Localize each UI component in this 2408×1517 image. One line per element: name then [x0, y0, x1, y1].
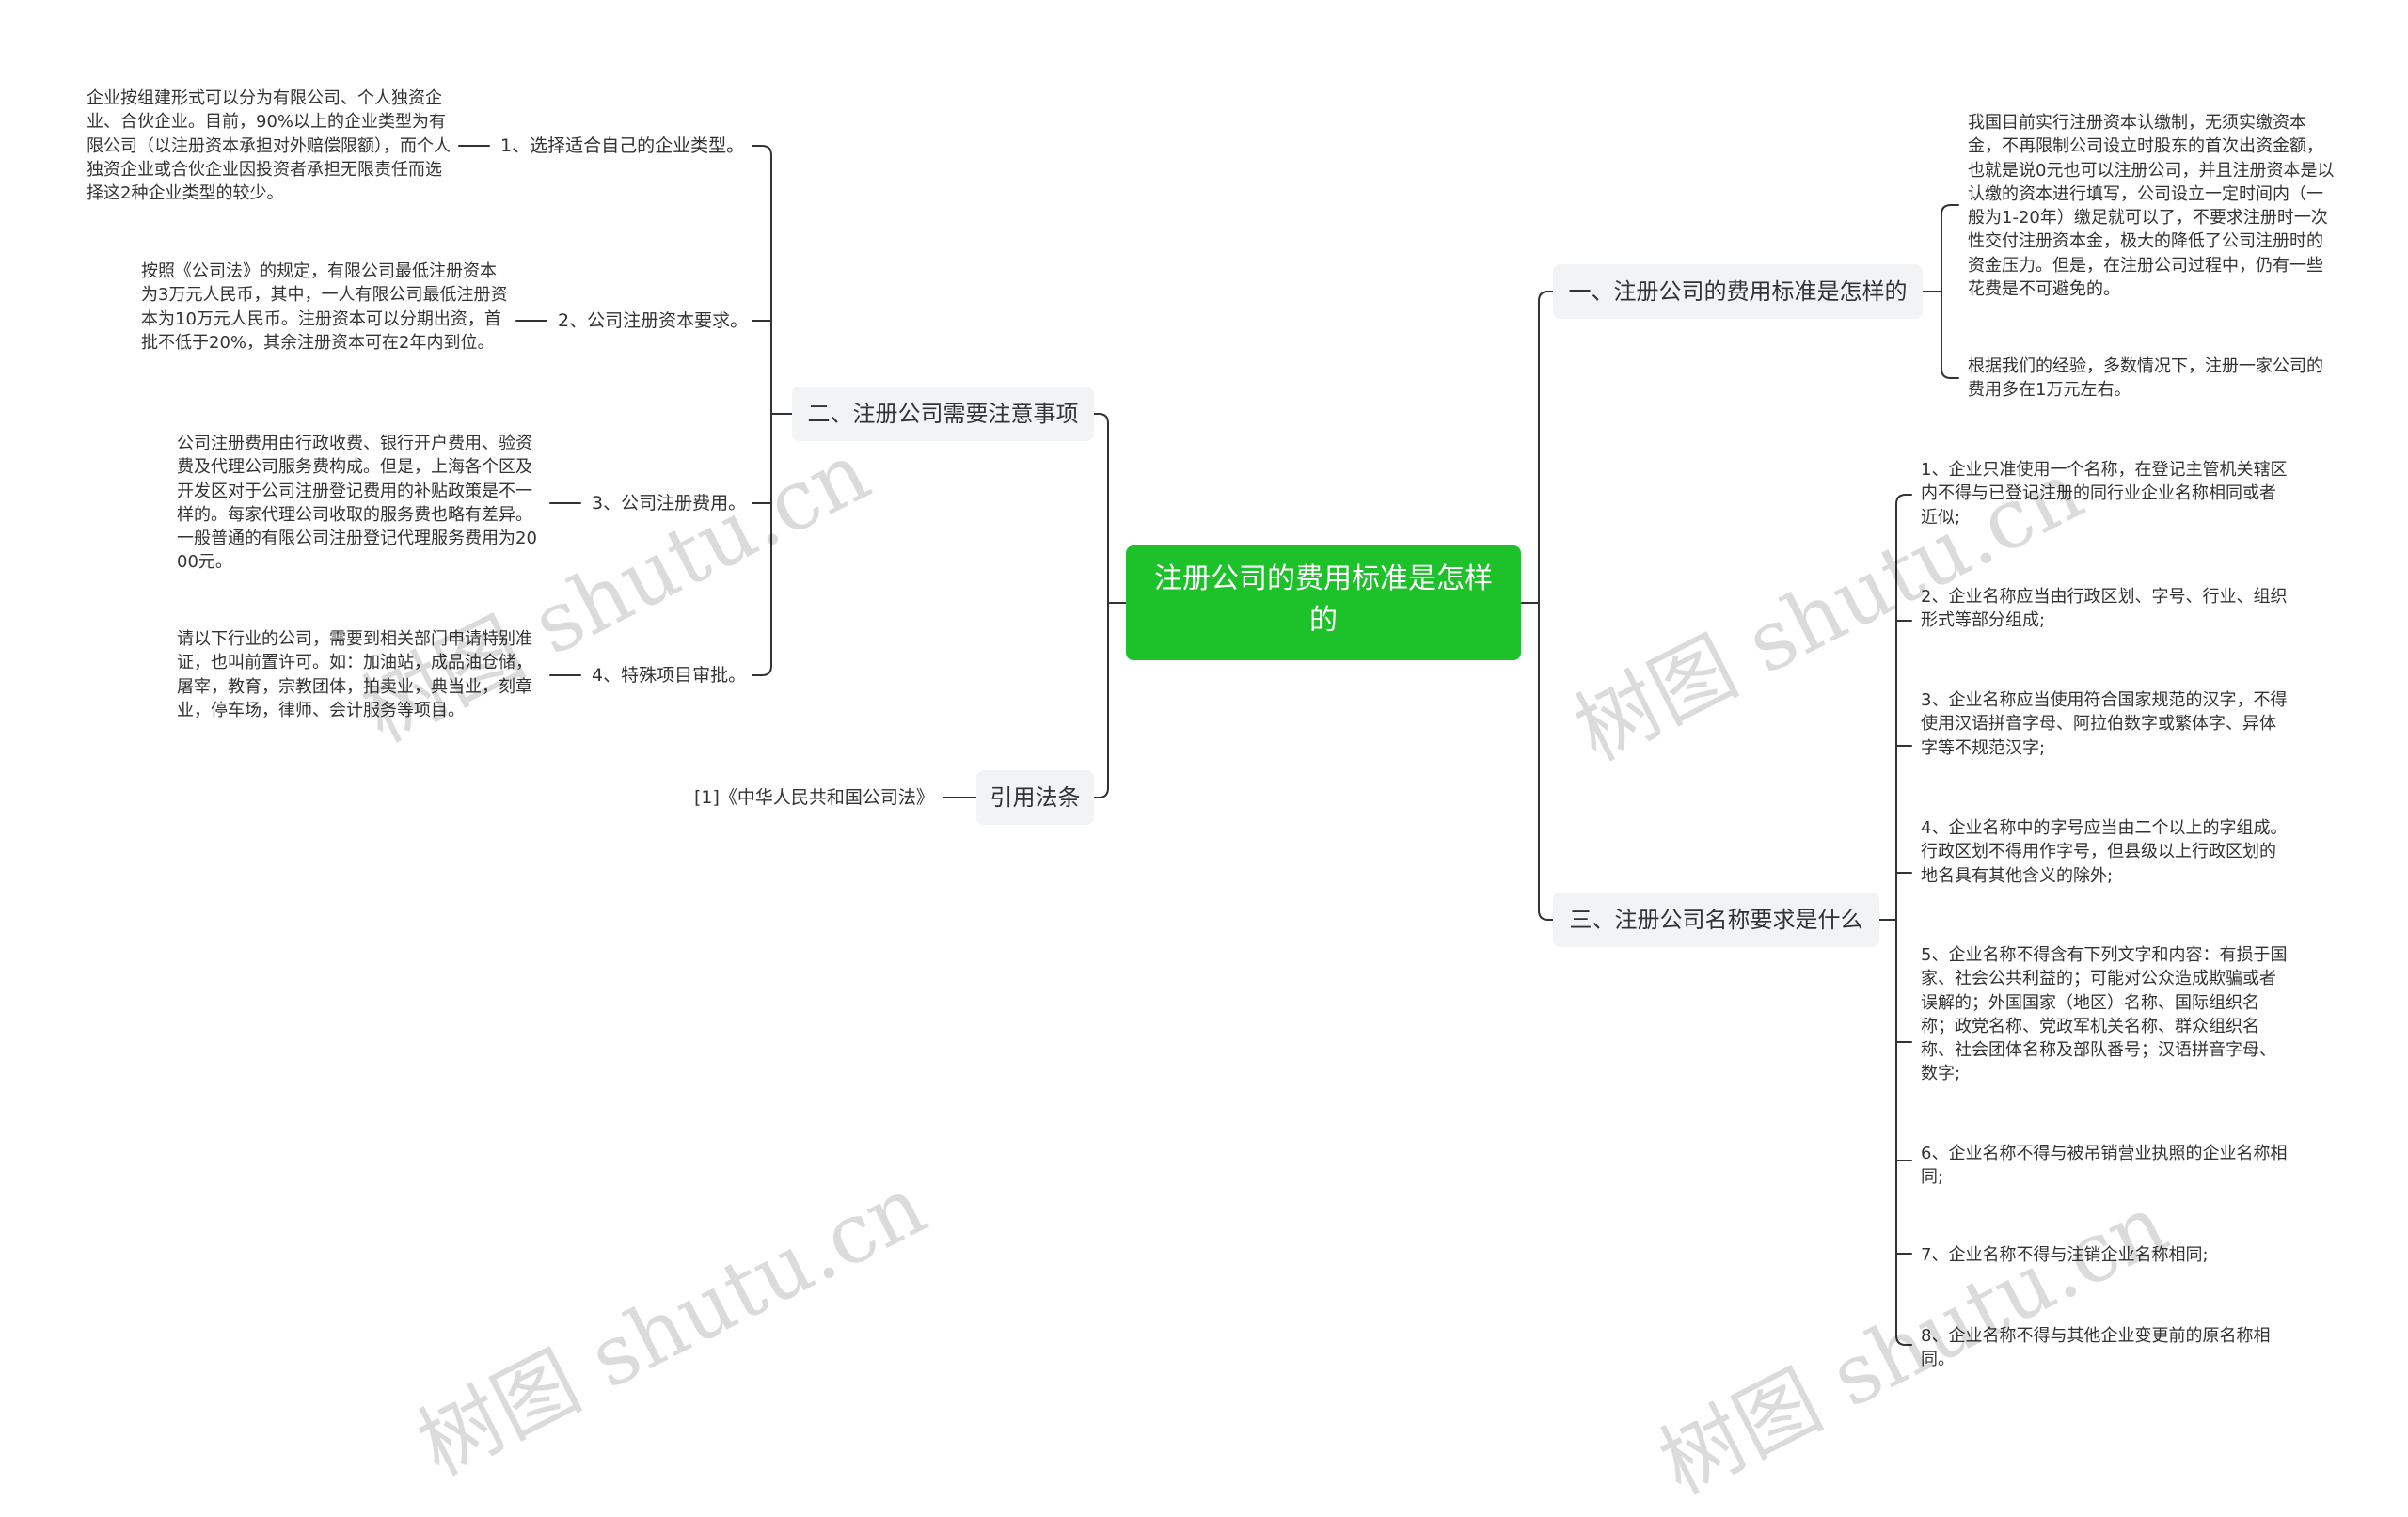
name-req-4: 4、企业名称中的字号应当由二个以上的字组成。行政区划不得用作字号，但县级以上行政… [1921, 818, 2288, 886]
notes-item-3-label-text: 3、公司注册费用。 [592, 493, 747, 514]
notes-item-2-label-text: 2、公司注册资本要求。 [558, 310, 749, 331]
branch-notes[interactable]: 二、注册公司需要注意事项 [792, 387, 1094, 441]
citation-reference[interactable]: [1]《中华人民共和国公司法》 [694, 785, 934, 810]
name-req-7: 7、企业名称不得与注销企业名称相同; [1921, 1245, 2209, 1265]
notes-item-4-label[interactable]: 4、特殊项目审批。 [592, 663, 746, 687]
name-req-3: 3、企业名称应当使用符合国家规范的汉字，不得使用汉语拼音字母、阿拉伯数字或繁体字… [1921, 690, 2288, 758]
notes-item-2-label[interactable]: 2、公司注册资本要求。 [558, 308, 748, 333]
fee-standard-text-2: 根据我们的经验，多数情况下，注册一家公司的费用多在1万元左右。 [1968, 356, 2323, 401]
citation-reference-text: [1]《中华人民共和国公司法》 [694, 787, 934, 808]
connector-lines [458, 145, 1959, 1346]
mind-map-canvas: 注册公司的费用标准是怎样的 二、注册公司需要注意事项 1、选择适合自己的企业类型… [87, 88, 2335, 1513]
notes-item-2-text: 按照《公司法》的规定，有限公司最低注册资本为3万元人民币，其中，一人有限公司最低… [141, 261, 508, 353]
fee-standard-text-1: 我国目前实行注册资本认缴制，无须实缴资本金，不再限制公司设立时股东的首次出资金额… [1968, 113, 2335, 300]
name-req-5: 5、企业名称不得含有下列文字和内容：有损于国家、社会公共利益的；可能对公众造成欺… [1921, 945, 2288, 1084]
root-node[interactable]: 注册公司的费用标准是怎样的 [1126, 545, 1521, 660]
notes-item-1-label[interactable]: 1、选择适合自己的企业类型。 [500, 134, 744, 158]
branch-citation[interactable]: 引用法条 [976, 770, 1094, 825]
branch-fee-standard-label: 一、注册公司的费用标准是怎样的 [1568, 278, 1908, 305]
name-req-8: 8、企业名称不得与其他企业变更前的原名称相同。 [1921, 1326, 2271, 1370]
notes-item-4-label-text: 4、特殊项目审批。 [592, 665, 747, 686]
branch-citation-label: 引用法条 [990, 784, 1081, 811]
notes-item-4-text: 请以下行业的公司，需要到相关部门申请特别准证，也叫前置许可。如：加油站，成品油仓… [177, 629, 532, 720]
root-title: 注册公司的费用标准是怎样的 [1154, 562, 1493, 637]
branch-name-requirements[interactable]: 三、注册公司名称要求是什么 [1553, 893, 1879, 947]
notes-item-3-text: 公司注册费用由行政收费、银行开户费用、验资费及代理公司服务费构成。但是，上海各个… [177, 434, 537, 573]
name-req-2: 2、企业名称应当由行政区划、字号、行业、组织形式等部分组成; [1921, 587, 2288, 631]
branch-notes-label: 二、注册公司需要注意事项 [807, 401, 1079, 427]
notes-item-1-text: 企业按组建形式可以分为有限公司、个人独资企业、合伙企业。目前，90%以上的企业类… [87, 88, 451, 204]
notes-item-1-label-text: 1、选择适合自己的企业类型。 [500, 135, 745, 156]
notes-item-3-label[interactable]: 3、公司注册费用。 [592, 491, 746, 515]
name-req-1: 1、企业只准使用一个名称，在登记主管机关辖区内不得与已登记注册的同行业企业名称相… [1921, 460, 2288, 528]
branch-name-requirements-label: 三、注册公司名称要求是什么 [1569, 907, 1863, 933]
name-req-6: 6、企业名称不得与被吊销营业执照的企业名称相同; [1921, 1144, 2288, 1188]
branch-fee-standard[interactable]: 一、注册公司的费用标准是怎样的 [1553, 264, 1923, 319]
